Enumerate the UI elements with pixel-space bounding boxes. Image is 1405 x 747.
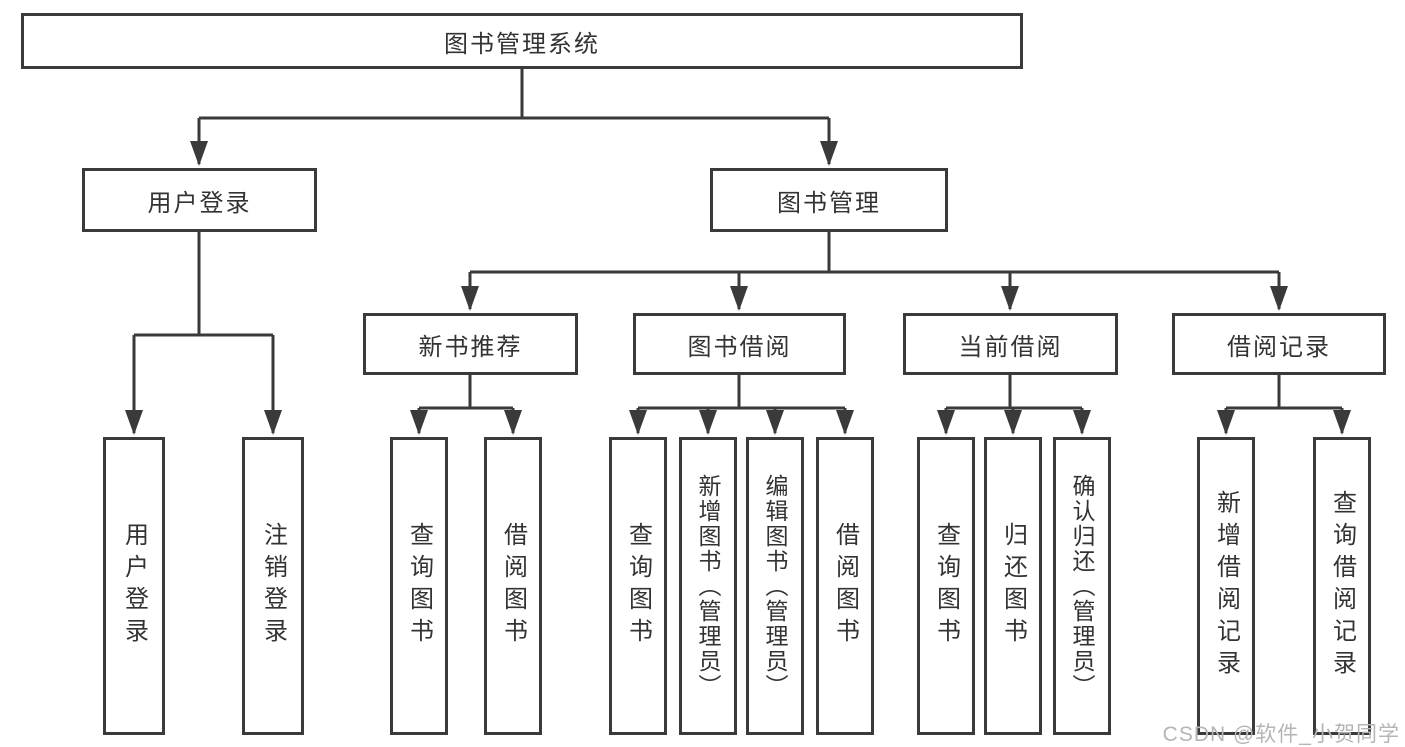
- leaf-add-books-admin: 新增图书（管理员）: [679, 437, 737, 735]
- node-book-management-branch: 图书管理: [710, 168, 948, 232]
- leaf-confirm-return-admin: 确认归还（管理员）: [1053, 437, 1111, 735]
- node-label: 查询图书: [405, 522, 433, 650]
- node-label: 借阅图书: [831, 522, 859, 650]
- node-label: 借阅记录: [1227, 333, 1331, 361]
- node-label: 图书借阅: [687, 333, 792, 361]
- node-label: 用户登录: [120, 522, 148, 650]
- leaf-return-books: 归还图书: [984, 437, 1042, 735]
- node-label: 新增图书（管理员）: [695, 473, 721, 699]
- node-label: 新书推荐: [418, 333, 523, 361]
- node-label: 编辑图书（管理员）: [762, 473, 788, 699]
- node-label: 图书管理系统: [444, 30, 600, 58]
- node-label: 查询借阅记录: [1328, 490, 1356, 682]
- leaf-logout: 注销登录: [242, 437, 304, 735]
- node-label: 当前借阅: [958, 333, 1063, 361]
- leaf-query-borrow-record: 查询借阅记录: [1313, 437, 1371, 735]
- csdn-watermark: CSDN @软件_小贺同学: [1162, 723, 1400, 746]
- node-root-system: 图书管理系统: [21, 13, 1023, 69]
- leaf-query-books-current: 查询图书: [917, 437, 975, 735]
- leaf-query-books-borrow: 查询图书: [609, 437, 667, 735]
- node-book-borrowing: 图书借阅: [633, 313, 846, 375]
- leaf-borrow-books: 借阅图书: [816, 437, 874, 735]
- node-label: 用户登录: [147, 189, 252, 217]
- leaf-query-books-recommend: 查询图书: [390, 437, 448, 735]
- node-borrowing-records: 借阅记录: [1172, 313, 1386, 375]
- leaf-edit-books-admin: 编辑图书（管理员）: [746, 437, 804, 735]
- node-label: 查询图书: [932, 522, 960, 650]
- node-label: 查询图书: [624, 522, 652, 650]
- leaf-user-login: 用户登录: [103, 437, 165, 735]
- node-label: 借阅图书: [499, 522, 527, 650]
- node-user-login-branch: 用户登录: [82, 168, 317, 232]
- leaf-borrow-books-recommend: 借阅图书: [484, 437, 542, 735]
- node-label: 图书管理: [777, 189, 881, 217]
- node-label: 确认归还（管理员）: [1069, 473, 1095, 699]
- node-label: 注销登录: [259, 522, 287, 650]
- node-new-book-recommend: 新书推荐: [363, 313, 578, 375]
- connector-group: [125, 69, 1351, 435]
- node-label: 归还图书: [999, 522, 1027, 650]
- node-current-borrowing: 当前借阅: [903, 313, 1118, 375]
- leaf-add-borrow-record: 新增借阅记录: [1197, 437, 1255, 735]
- node-label: 新增借阅记录: [1212, 490, 1240, 682]
